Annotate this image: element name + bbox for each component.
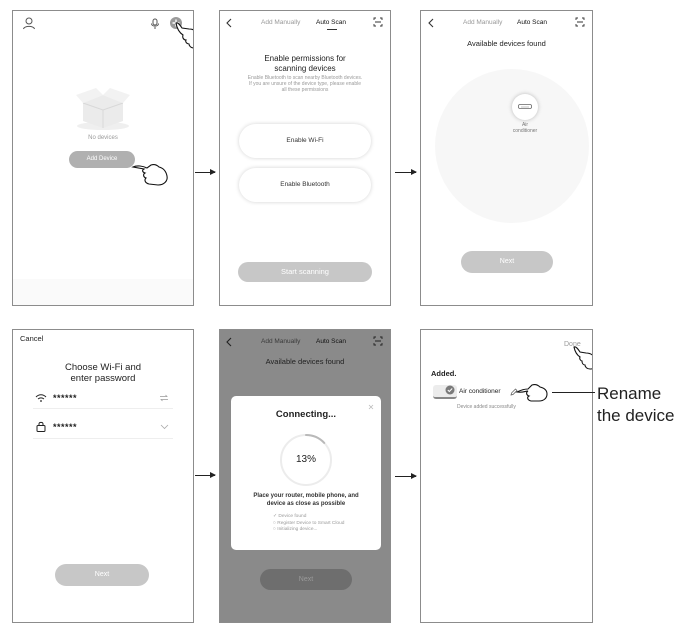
bottom-tab-bar: [13, 279, 193, 305]
profile-icon[interactable]: [22, 16, 36, 30]
connecting-dialog: Connecting... 13% Place your router, mob…: [231, 396, 381, 550]
flow-arrow: [195, 472, 216, 478]
scan-frame-icon[interactable]: [373, 17, 383, 27]
flow-arrow: [395, 169, 417, 175]
annotation-connector: [552, 392, 595, 393]
step-register: ○ Register Device to Smart Cloud: [273, 520, 345, 526]
connecting-title: Connecting...: [275, 409, 337, 420]
lock-icon: [36, 421, 46, 432]
pointing-hand-icon: [175, 22, 193, 49]
added-heading: Added.: [431, 369, 457, 378]
pointing-hand-icon: [131, 164, 168, 186]
scan-frame-icon[interactable]: [373, 336, 383, 346]
devices-found-title: Available devices found: [467, 39, 546, 48]
added-status: Device added successfully: [457, 404, 516, 410]
wifi-title: Choose Wi-Fi and enter password: [64, 362, 142, 384]
close-icon[interactable]: [368, 404, 374, 410]
pointing-hand-icon: [515, 384, 548, 402]
permissions-description: Enable Bluetooth to scan nearby Bluetoot…: [247, 75, 363, 93]
screen-devices-found: Add Manually Auto Scan Available devices…: [420, 10, 593, 306]
no-devices-text: No devices: [88, 135, 118, 141]
flow-arrow: [395, 473, 417, 479]
device-name: Air conditioner: [459, 388, 501, 395]
tab-auto-scan[interactable]: Auto Scan: [316, 338, 346, 345]
screen-device-added: Done Added. Air conditioner Device added…: [420, 329, 593, 623]
scan-radar-circle: [435, 69, 589, 223]
permissions-heading: Enable permissions for scanning devices: [264, 54, 346, 73]
tab-auto-scan[interactable]: Auto Scan: [517, 19, 547, 26]
enable-bluetooth-button[interactable]: Enable Bluetooth: [239, 168, 371, 202]
next-button[interactable]: Next: [461, 251, 553, 273]
back-arrow-icon[interactable]: [225, 337, 233, 347]
add-device-button[interactable]: Add Device: [69, 151, 135, 168]
switch-network-icon[interactable]: [159, 394, 169, 402]
chevron-down-icon[interactable]: [160, 424, 169, 430]
step-list: ✓ Device found ○ Register Device to Smar…: [273, 514, 344, 534]
step-device-found: ✓ Device found: [273, 514, 307, 519]
device-label: Air conditioner: [512, 122, 538, 134]
placement-instructions: Place your router, mobile phone, and dev…: [253, 493, 359, 507]
microphone-icon[interactable]: [150, 18, 160, 30]
next-button[interactable]: Next: [55, 564, 149, 586]
scan-frame-icon[interactable]: [575, 17, 585, 27]
password-field[interactable]: ******: [53, 422, 78, 432]
cancel-button[interactable]: Cancel: [20, 334, 44, 343]
tab-add-manually[interactable]: Add Manually: [261, 19, 301, 26]
start-scanning-button[interactable]: Start scanning: [238, 262, 372, 282]
air-conditioner-icon: [518, 104, 532, 109]
flow-arrow: [195, 169, 216, 175]
screen-connecting: Add Manually Auto Scan Available devices…: [219, 329, 391, 623]
empty-box-icon: [76, 88, 130, 130]
step-initializing: ○ Initializing device...: [273, 527, 318, 532]
device-bubble[interactable]: [512, 94, 538, 120]
screen-home: No devices Add Device: [12, 10, 194, 306]
screen-permissions: Add Manually Auto Scan Enable permission…: [219, 10, 391, 306]
progress-percent: 13%: [295, 454, 316, 465]
wifi-divider: [33, 408, 173, 409]
back-arrow-icon[interactable]: [427, 18, 435, 28]
done-button[interactable]: Done: [564, 341, 581, 348]
enable-wifi-button[interactable]: Enable Wi-Fi: [239, 124, 371, 158]
tab-add-manually[interactable]: Add Manually: [261, 338, 301, 345]
screen-wifi-password: Cancel Choose Wi-Fi and enter password *…: [12, 329, 194, 623]
rename-annotation: Rename the device: [597, 384, 675, 425]
check-circle-icon: [445, 385, 455, 395]
tab-underline: [327, 29, 337, 30]
back-arrow-icon[interactable]: [225, 18, 233, 28]
password-divider: [33, 438, 173, 439]
progress-ring: [280, 434, 332, 486]
wifi-name-field[interactable]: ******: [53, 393, 78, 403]
tab-add-manually[interactable]: Add Manually: [463, 19, 503, 26]
wifi-icon: [35, 394, 47, 402]
devices-found-title: Available devices found: [265, 357, 345, 366]
edit-pencil-icon[interactable]: [510, 388, 518, 396]
next-button[interactable]: Next: [260, 569, 352, 590]
tab-auto-scan[interactable]: Auto Scan: [316, 19, 346, 26]
pointing-hand-icon: [573, 346, 592, 370]
